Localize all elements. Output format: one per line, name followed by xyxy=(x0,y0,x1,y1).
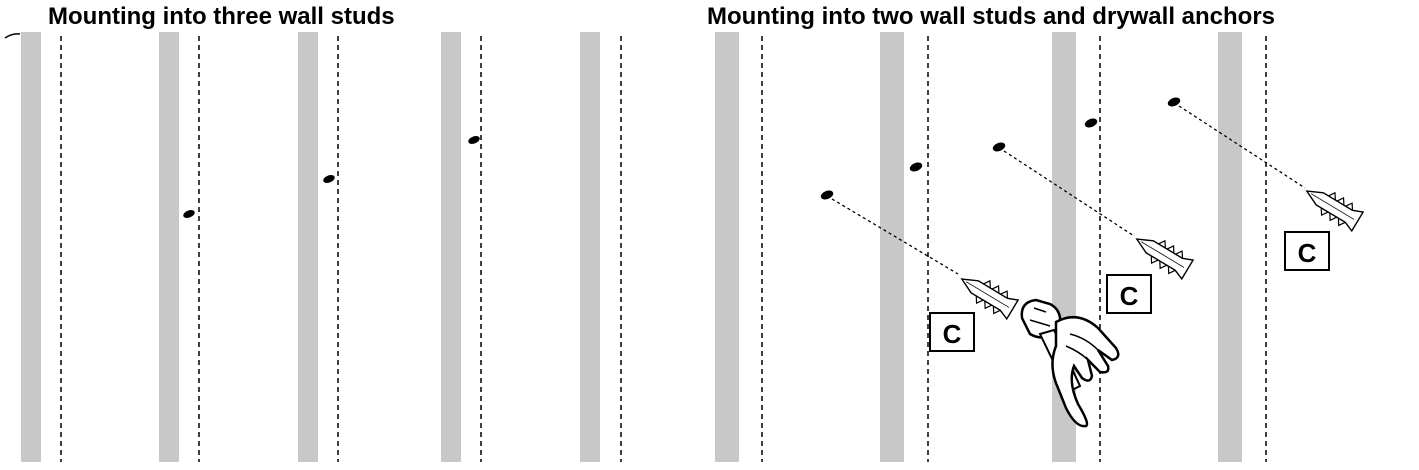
wall-stud xyxy=(21,32,62,462)
wall-stud xyxy=(715,32,763,462)
part-label-box xyxy=(1106,274,1152,314)
wall-stud xyxy=(580,32,622,462)
part-label: C xyxy=(1120,281,1139,311)
drywall-anchor-icon xyxy=(1305,190,1365,233)
drywall-anchor-icon xyxy=(1135,238,1195,281)
wall-stud xyxy=(441,32,482,462)
screw-hole-icon xyxy=(468,136,480,144)
right-panel: C C C xyxy=(715,32,1365,462)
left-panel xyxy=(4,32,622,462)
part-label: C xyxy=(1298,238,1317,268)
alignment-line xyxy=(831,198,959,275)
screw-hole-icon xyxy=(909,162,923,172)
part-label-box xyxy=(1284,231,1330,271)
drywall-anchor-group: C xyxy=(1167,97,1365,271)
drywall-anchor-group: C xyxy=(992,142,1195,314)
part-label-box xyxy=(929,312,975,352)
screw-hole-icon xyxy=(1167,97,1181,107)
corner-mark xyxy=(4,33,21,39)
drywall-anchor-group: C xyxy=(820,190,1020,352)
wall-stud xyxy=(298,32,339,462)
screw-hole-icon xyxy=(323,175,335,183)
screw-hole-icon xyxy=(992,142,1006,152)
wall-stud xyxy=(159,32,200,462)
part-label: C xyxy=(943,319,962,349)
screw-hole-icon xyxy=(1084,118,1098,128)
wall-stud xyxy=(880,32,929,462)
screw-hole-icon xyxy=(820,190,834,200)
alignment-line xyxy=(1003,150,1135,237)
screw-hole-icon xyxy=(183,210,195,218)
left-panel-title: Mounting into three wall studs xyxy=(48,3,395,30)
right-panel-title: Mounting into two wall studs and drywall… xyxy=(707,3,1276,30)
drywall-anchor-icon xyxy=(960,278,1020,321)
alignment-line xyxy=(1178,105,1306,189)
wall-stud xyxy=(1218,32,1267,462)
hand-icon xyxy=(1051,315,1120,428)
